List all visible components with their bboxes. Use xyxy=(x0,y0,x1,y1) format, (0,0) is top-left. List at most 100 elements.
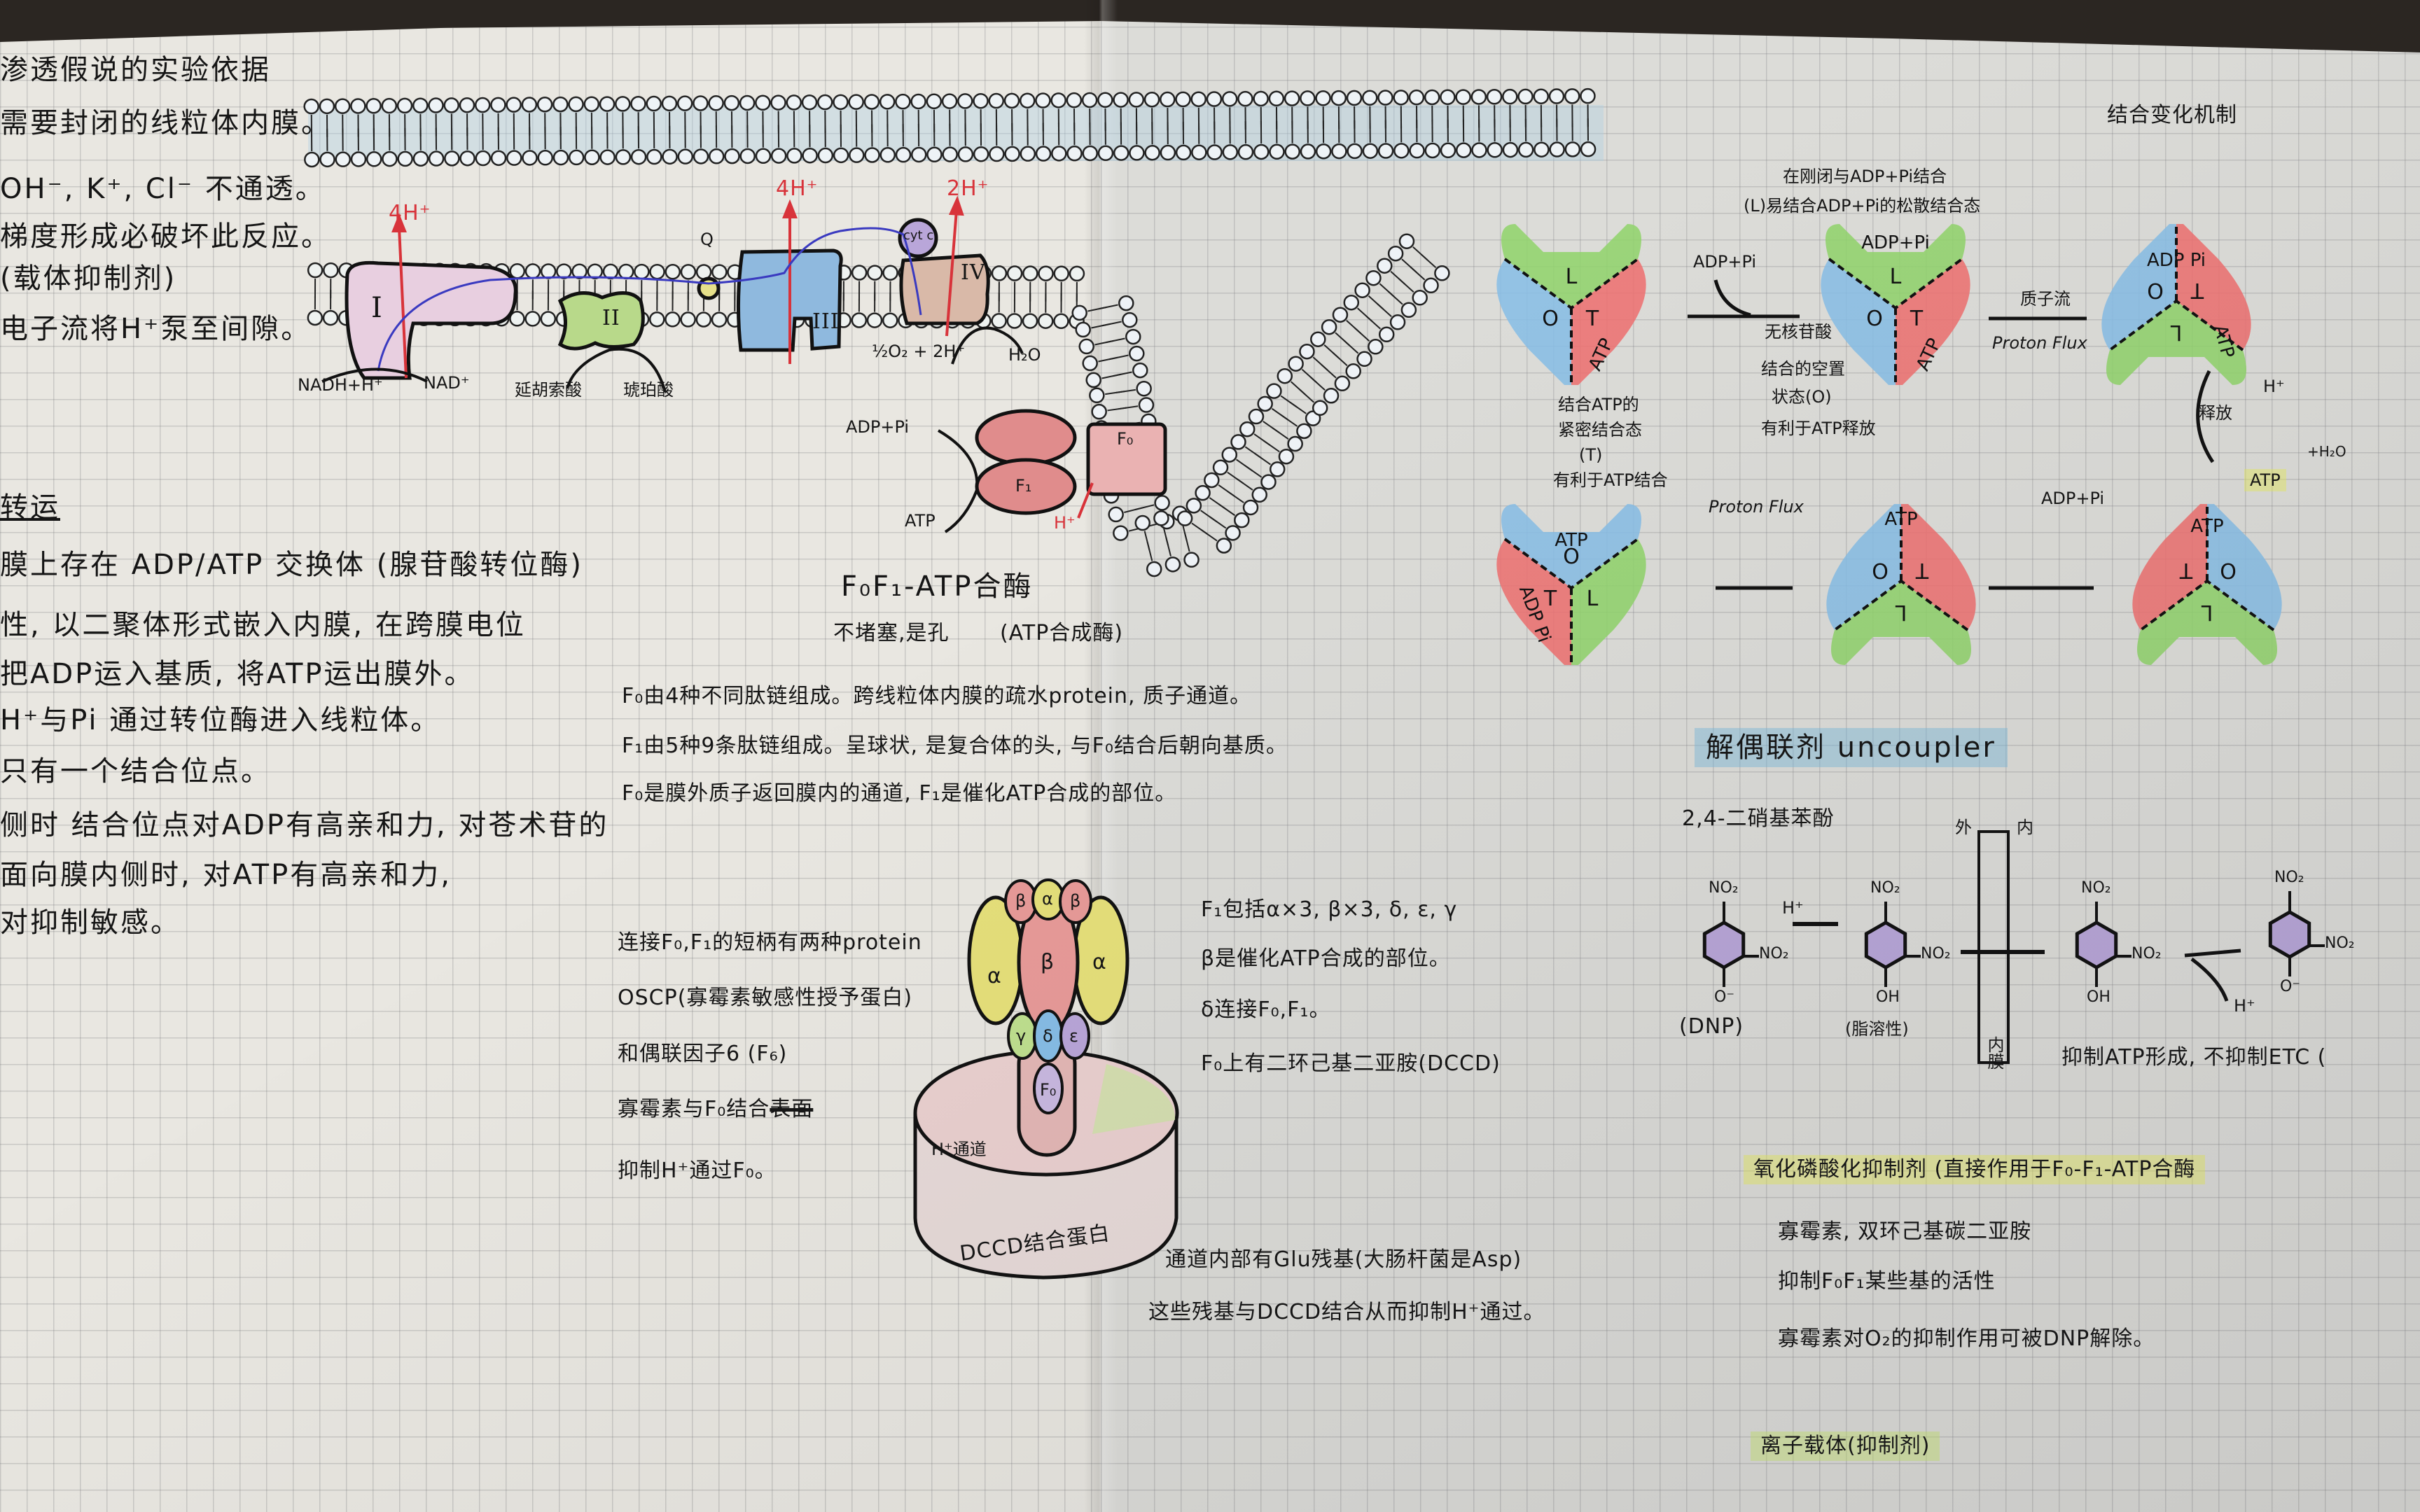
lipid-head xyxy=(1345,363,1361,379)
lipid-head xyxy=(711,264,728,280)
transport-line: 膜上存在 ADP/ATP 交换体 (腺苷酸转位酶) xyxy=(0,549,583,581)
struck-text: 表面 xyxy=(770,1097,814,1121)
inner-membrane-label: 内膜 xyxy=(1984,1036,2004,1070)
lipid-head xyxy=(1580,88,1596,104)
lipid-tail xyxy=(1321,364,1337,379)
fo-f1-note: F₁由5种9条肽链组成。呈球状, 是复合体的头, 与F₀结合后朝向基质。 xyxy=(622,734,1288,758)
lipid-head xyxy=(711,312,728,328)
lipid-head xyxy=(1377,90,1393,106)
fo-f1-note: F₀是膜外质子返回膜内的通道, F₁是催化ATP合成的部位。 xyxy=(622,781,1177,806)
open-note: 无核苷酸 xyxy=(1765,322,1832,342)
lipid-head xyxy=(1019,92,1036,108)
site-L xyxy=(1831,581,1971,665)
lipid-head xyxy=(1078,338,1094,355)
lipid-head xyxy=(506,150,522,166)
stalk-note: OSCP(寡霉素敏感性授予蛋白) xyxy=(618,986,913,1010)
lipid-head xyxy=(1050,92,1066,108)
lipid-head xyxy=(755,148,772,164)
note-line: OH⁻, K⁺, Cl⁻ 不通透。 xyxy=(0,173,326,205)
ionophore-heading: 离子载体(抑制剂) xyxy=(1751,1432,1940,1461)
lipid-head xyxy=(693,95,709,111)
lipid-head xyxy=(1216,538,1232,554)
substituent-label: NO₂ xyxy=(2132,945,2162,962)
substituent-label: NO₂ xyxy=(2081,879,2111,897)
beta-label: β xyxy=(1015,891,1027,911)
fumarate-label: 延胡索酸 xyxy=(515,380,582,400)
lipid-head xyxy=(709,148,725,164)
dnp-compound-name: 2,4-二硝基苯酚 xyxy=(1682,806,1835,831)
complex-IV xyxy=(899,253,990,326)
lipid-head xyxy=(1323,388,1340,404)
beta-label: β xyxy=(1070,891,1081,911)
proton-label: H⁺ xyxy=(1782,898,1804,918)
lipid-head xyxy=(1354,282,1370,298)
site-O xyxy=(2101,224,2176,350)
lipid-head xyxy=(1183,552,1199,568)
lipid-head xyxy=(1113,145,1129,161)
lipid-head xyxy=(973,146,989,162)
oxygen-label: ½O₂ + 2H⁺ xyxy=(872,342,966,361)
lipid-head xyxy=(1035,92,1051,108)
lipid-head xyxy=(1212,459,1229,476)
lipid-head xyxy=(521,97,538,113)
lipid-tail xyxy=(1309,376,1326,391)
stalk-note: 寡霉素与F₀结合表面 xyxy=(618,1099,813,1120)
lipid-head xyxy=(957,146,974,162)
site-T xyxy=(1896,259,1970,385)
loose-state-note: (L)易结合ADP+Pi的松散结合态 xyxy=(1744,196,1981,216)
proton-label: H⁺ xyxy=(2234,996,2255,1016)
lipid-head xyxy=(1160,144,1176,161)
lipid-head xyxy=(536,97,553,113)
lipid-head xyxy=(665,312,681,328)
site-label-O: O xyxy=(1542,307,1559,331)
lipid-head xyxy=(307,262,324,279)
lipid-head xyxy=(634,263,650,280)
lipid-head xyxy=(1003,92,1020,109)
uncoupler-effect: 抑制ATP形成, 不抑制ETC ( xyxy=(2061,1045,2327,1070)
stalk-note-text: 寡霉素与F₀结合 xyxy=(618,1097,770,1121)
lipid-head xyxy=(524,311,541,327)
lipid-head xyxy=(397,150,413,167)
lipid-head xyxy=(1269,461,1286,477)
lipid-head xyxy=(303,98,319,115)
atp-label: ATP xyxy=(905,511,936,531)
lipid-head xyxy=(677,148,694,164)
lipid-head xyxy=(1082,355,1098,372)
electron-flow-path xyxy=(377,227,922,372)
lipid-head xyxy=(537,150,553,166)
lipid-head xyxy=(755,94,771,111)
f0-label: F₀ xyxy=(1117,429,1134,449)
substituent-label: NO₂ xyxy=(1709,879,1739,897)
lipid-head xyxy=(1440,142,1456,159)
lipid-head xyxy=(1517,88,1534,105)
lipid-head xyxy=(1365,270,1382,286)
atp-synthase-membrane xyxy=(937,409,1167,533)
lipid-head xyxy=(1362,143,1379,159)
nadh-label: NADH+H⁺ xyxy=(298,375,383,395)
lipid-head xyxy=(723,94,740,111)
lipid-head xyxy=(1400,302,1417,318)
lipid-head xyxy=(1022,313,1038,329)
lipid-head xyxy=(802,147,818,164)
lipid-head xyxy=(867,265,883,281)
complex-II xyxy=(557,291,645,351)
benzene-ring xyxy=(2268,891,2325,976)
inhibitor-line: 寡霉素, 双环己基碳二亚胺 xyxy=(1778,1219,2032,1244)
lipid-head xyxy=(988,92,1005,109)
beta-subunit-back-right xyxy=(1059,879,1092,924)
transport-line: H⁺与Pi 通过转位酶进入线粒体。 xyxy=(0,704,441,736)
site-L xyxy=(1571,539,1646,665)
tight-note: 结合ATP的 xyxy=(1558,395,1639,414)
lipid-head xyxy=(334,98,351,114)
lipid-tail xyxy=(1332,351,1348,367)
lipid-head xyxy=(1128,92,1145,108)
lipid-head xyxy=(1424,89,1440,106)
site-label-O: O xyxy=(1872,558,1889,582)
dnp-structures xyxy=(1702,891,2325,987)
lipid-head xyxy=(1253,144,1270,160)
open-note: 状态(O) xyxy=(1772,387,1832,407)
note-line: (载体抑制剂) xyxy=(0,262,177,295)
lipid-head xyxy=(412,150,429,167)
